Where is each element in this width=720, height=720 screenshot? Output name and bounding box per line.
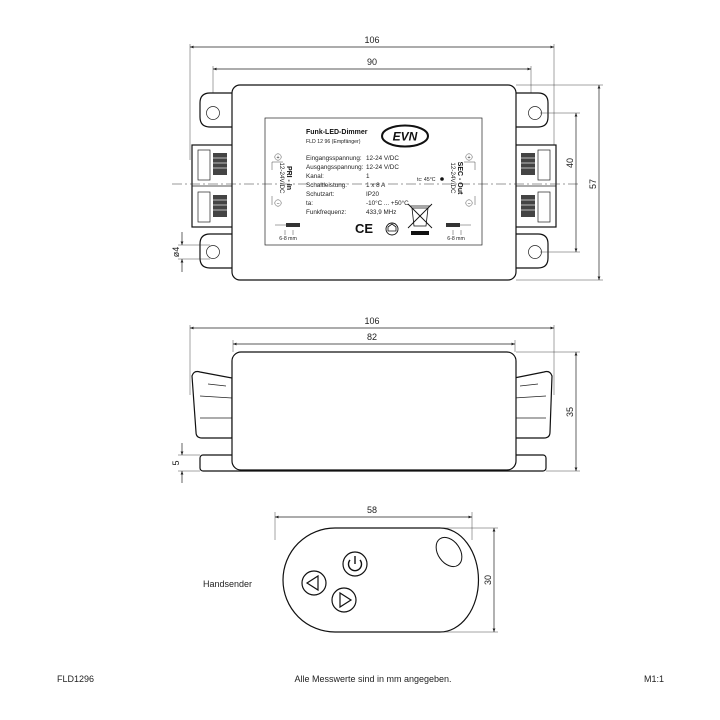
logo-text: EVN [393, 130, 418, 144]
sec-voltage: 12-24V/DC [449, 162, 456, 194]
remote-label: Handsender [203, 579, 252, 589]
footer-right: M1:1 [644, 674, 664, 684]
side-view: 106 82 35 5 [171, 316, 580, 483]
sec-plus-sign: + [467, 155, 470, 161]
evn-logo: EVN [381, 124, 429, 148]
label-subtitle: FLD 12 96 (Empfänger) [306, 139, 361, 145]
pri-minus-icon [274, 199, 282, 207]
triangle-left-icon [305, 574, 319, 592]
strip-left-label: 6-8 mm [279, 236, 297, 242]
screw-right-bottom [521, 195, 535, 217]
mounting-tabs [199, 92, 549, 269]
spec-value-4: IP20 [366, 191, 379, 198]
spec-value-6: 433,9 MHz [366, 209, 396, 216]
spec-key-4: Schutzart: [306, 191, 335, 198]
spec-key-3: Schaltleistung: [306, 182, 347, 189]
power-icon [347, 559, 363, 572]
power-button [342, 551, 368, 577]
spec-value-5: -10°C ... +50°C [366, 199, 409, 207]
dim-35-label: 35 [565, 407, 575, 417]
spec-value-2: 1 [366, 173, 370, 180]
dim-5-label: 5 [171, 460, 181, 465]
spec-value-0: 12-24 V/DC [366, 155, 399, 162]
spec-key-2: Kanal: [306, 173, 324, 180]
label-plate [264, 117, 483, 246]
footer-left: FLD1296 [57, 674, 94, 684]
pri-plus-sign: + [276, 155, 279, 161]
dim-90-label: 90 [367, 57, 377, 67]
dim-106-side-label: 106 [364, 316, 379, 326]
pri-bracket [271, 161, 283, 205]
dim-down-button [301, 570, 327, 596]
terminal-block-right [513, 144, 557, 228]
strip-icon-left: 6-8 mm [275, 223, 300, 242]
screw-right-top [521, 153, 535, 175]
sec-minus-sign: − [467, 201, 470, 207]
strip-icon-right: 6-8 mm [446, 223, 471, 242]
tc-point-icon [440, 177, 444, 181]
pri-plus-icon [274, 153, 282, 161]
sec-plus-icon [465, 153, 473, 161]
label-title: Funk-LED-Dimmer [306, 129, 368, 136]
indoor-use-icon [385, 222, 399, 236]
spec-key-0: Eingangsspannung: [306, 155, 362, 162]
spec-table: Eingangsspannung: 12-24 V/DC Ausgangsspa… [306, 155, 409, 216]
keyring-hole [435, 536, 463, 568]
housing-top [231, 84, 517, 281]
top-view: 106 90 [171, 35, 603, 281]
spec-key-6: Funkfrequenz: [306, 209, 347, 216]
side-terminal-right [513, 370, 553, 439]
sec-label: SEC - Out 12-24V/DC [449, 162, 463, 195]
dim-82-label: 82 [367, 332, 377, 342]
triangle-right-icon [339, 591, 353, 609]
dim-hole-label: ø4 [171, 247, 181, 258]
mount-hole-bl [206, 245, 220, 259]
terminal-block-left [191, 144, 235, 228]
pri-title: PRI - In [285, 166, 292, 190]
side-terminal-left [191, 370, 233, 439]
sec-bracket [464, 161, 476, 205]
sec-minus-icon [465, 199, 473, 207]
spec-value-1: 12-24 V/DC [366, 164, 399, 171]
weee-bin-icon [407, 203, 433, 235]
dim-58-label: 58 [367, 505, 377, 515]
pri-voltage: 12-24V/DC [278, 162, 285, 194]
dim-up-button [331, 587, 357, 613]
dim-40-label: 40 [565, 158, 575, 168]
spec-key-1: Ausgangsspannung: [306, 164, 364, 171]
dim-30-label: 30 [483, 575, 493, 585]
tc-label: tc: 45°C [417, 177, 436, 183]
housing-side [231, 351, 517, 471]
remote-view: 58 Handsender 30 [203, 505, 498, 633]
dim-106-top-label: 106 [364, 35, 379, 45]
screw-left-bottom [213, 195, 227, 217]
strip-right-label: 6-8 mm [447, 236, 465, 242]
sec-title: SEC - Out [456, 162, 463, 195]
pri-label: PRI - In 12-24V/DC [278, 162, 292, 194]
dim-57-label: 57 [588, 179, 598, 189]
screw-left-top [213, 153, 227, 175]
ce-mark-icon: CE [355, 221, 373, 236]
spec-key-5: ta: [306, 200, 313, 207]
footer-center: Alle Messwerte sind in mm angegeben. [294, 674, 451, 684]
pri-minus-sign: − [276, 201, 279, 207]
mount-hole-tl [206, 106, 220, 120]
spec-value-3: 1 x 8 A [366, 182, 386, 189]
